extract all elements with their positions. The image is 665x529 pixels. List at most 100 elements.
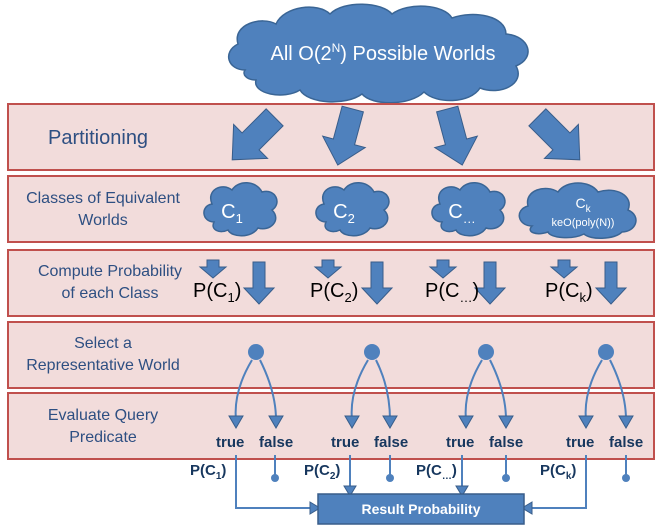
class-cloud-3: C… (431, 182, 506, 237)
svg-text:P(C2): P(C2) (310, 280, 358, 305)
top-cloud-text: All O(2 (270, 43, 331, 65)
bottom-prob-k-post: ) (571, 462, 576, 479)
false-terminator-1 (271, 455, 279, 482)
false-label-k: false (609, 434, 643, 451)
svg-text:P(C2): P(C2) (304, 462, 340, 482)
prob-3-pre: P(C (425, 280, 459, 302)
compute-large-arrow-1 (242, 261, 276, 305)
svg-text:C…: C… (448, 201, 475, 226)
class-3-base: C (448, 201, 462, 223)
class-k-note: keO(poly(N)) (552, 217, 615, 229)
svg-text:Ck: Ck (575, 195, 591, 215)
true-connector-k (521, 455, 587, 515)
prob-k-sub: k (579, 290, 586, 305)
bottom-prob-3-pre: P(C (416, 462, 442, 479)
true-connector-2 (343, 455, 357, 497)
class-cloud-k: Ck keO(poly(N)) (518, 182, 637, 239)
true-label-1: true (216, 434, 244, 451)
compute-large-arrow-3 (473, 261, 507, 305)
bottom-prob-3-post: ) (452, 462, 457, 479)
select-label-line1: Select a (74, 335, 132, 352)
band-select (7, 321, 655, 389)
class-2-base: C (333, 201, 347, 223)
compute-small-arrow-1 (198, 259, 228, 279)
prob-1-post: ) (235, 280, 242, 302)
partitioning-label: Partitioning (48, 127, 148, 149)
bottom-prob-2-post: ) (335, 462, 340, 479)
top-cloud-text-after: ) Possible Worlds (340, 43, 495, 65)
svg-text:P(C…): P(C…) (425, 280, 479, 305)
compute-small-arrow-4 (549, 259, 579, 279)
bottom-prob-1-sub: 1 (216, 471, 222, 482)
class-1-base: C (221, 201, 235, 223)
partition-arrow-4 (528, 108, 581, 161)
partition-arrow-3 (433, 105, 479, 166)
top-cloud-sup: N (332, 41, 341, 55)
false-label-3: false (489, 434, 523, 451)
svg-text:All O(2N) Possible Worlds: All O(2N) Possible Worlds (270, 41, 495, 65)
partition-arrow-2 (321, 105, 367, 166)
class-1-sub: 1 (236, 211, 243, 226)
svg-text:P(C1): P(C1) (193, 280, 241, 305)
svg-text:C2: C2 (333, 201, 355, 226)
svg-text:P(C…): P(C…) (416, 462, 457, 482)
prob-k-post: ) (586, 280, 593, 302)
partition-arrow-1 (231, 108, 284, 161)
class-3-sub: … (463, 211, 476, 226)
svg-text:P(Ck): P(Ck) (545, 280, 593, 305)
bottom-prob-2-pre: P(C (304, 462, 330, 479)
false-label-1: false (259, 434, 293, 451)
prob-3-post: ) (472, 280, 479, 302)
select-label-line2: Representative World (26, 357, 180, 374)
representative-world-2 (344, 344, 398, 429)
prob-2-sub: 2 (344, 290, 351, 305)
bottom-prob-k-pre: P(C (540, 462, 566, 479)
svg-text:P(C1): P(C1) (190, 462, 226, 482)
false-terminator-k (622, 455, 630, 482)
compute-label-line2: of each Class (62, 285, 159, 302)
false-terminator-3 (502, 455, 510, 482)
compute-large-arrow-2 (360, 261, 394, 305)
classes-label-line1: Classes of Equivalent (26, 190, 180, 207)
prob-2-post: ) (352, 280, 359, 302)
true-connector-3 (455, 455, 469, 497)
prob-3-sub: … (459, 290, 472, 305)
false-label-2: false (374, 434, 408, 451)
result-label: Result Probability (361, 501, 480, 517)
prob-k-pre: P(C (545, 280, 579, 302)
prob-1-sub: 1 (227, 290, 234, 305)
class-k-base: C (575, 195, 585, 211)
class-cloud-1: C1 (203, 182, 278, 237)
true-label-k: true (566, 434, 594, 451)
representative-world-k (578, 344, 634, 429)
class-k-sub: k (586, 204, 592, 215)
compute-small-arrow-2 (313, 259, 343, 279)
bottom-prob-3-sub: … (442, 471, 452, 482)
true-connector-1 (235, 455, 321, 515)
class-2-sub: 2 (348, 211, 355, 226)
prob-1-pre: P(C (193, 280, 227, 302)
compute-label-line1: Compute Probability (38, 263, 182, 280)
result-box (317, 493, 525, 525)
class-cloud-2: C2 (315, 182, 390, 237)
prob-2-pre: P(C (310, 280, 344, 302)
compute-large-arrow-4 (594, 261, 628, 305)
svg-text:P(Ck): P(Ck) (540, 462, 576, 482)
true-label-3: true (446, 434, 474, 451)
bottom-prob-1-pre: P(C (190, 462, 216, 479)
svg-text:C1: C1 (221, 201, 243, 226)
representative-world-3 (458, 344, 514, 429)
top-cloud: All O(2N) Possible Worlds (227, 3, 529, 104)
classes-label-line2: Worlds (78, 212, 128, 229)
bottom-prob-1-post: ) (221, 462, 226, 479)
representative-world-1 (228, 344, 284, 429)
evaluate-label-line2: Predicate (69, 429, 137, 446)
evaluate-label-line1: Evaluate Query (48, 407, 158, 424)
false-terminator-2 (386, 455, 394, 482)
true-label-2: true (331, 434, 359, 451)
band-evaluate (7, 392, 655, 460)
bottom-prob-2-sub: 2 (330, 471, 336, 482)
compute-small-arrow-3 (428, 259, 458, 279)
bottom-prob-k-sub: k (566, 471, 572, 482)
